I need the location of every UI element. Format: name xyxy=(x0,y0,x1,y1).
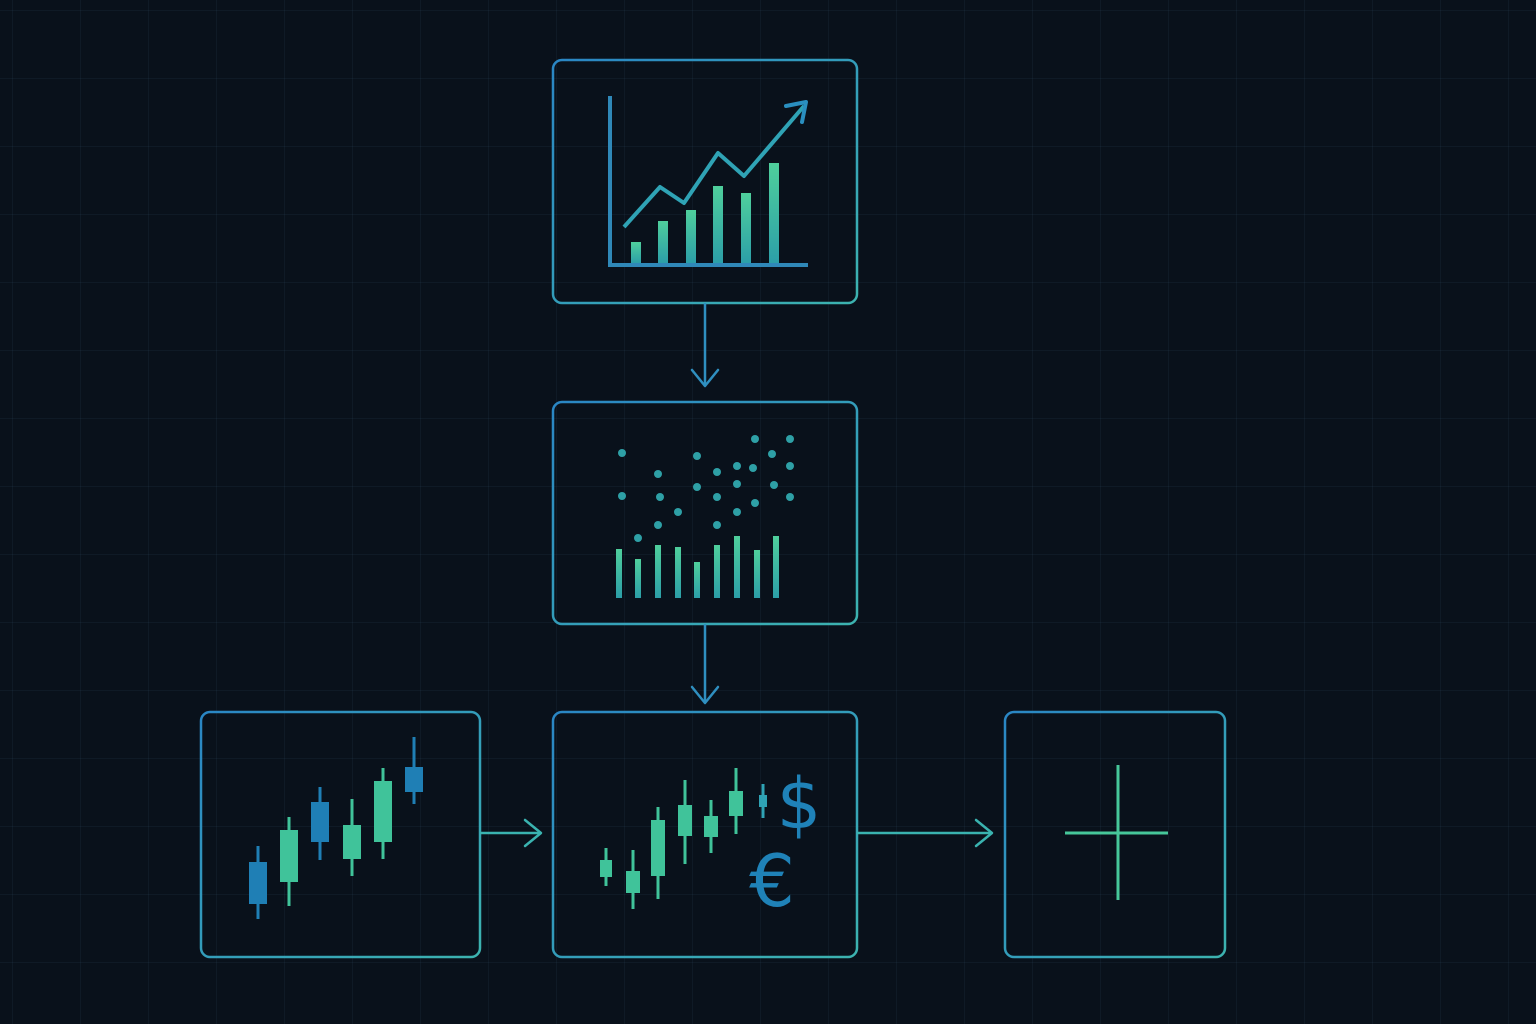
dollar-symbol-icon: $ xyxy=(777,763,822,845)
candle xyxy=(343,799,361,876)
scatter-points xyxy=(618,435,794,542)
trend-arrow-head-icon xyxy=(784,100,808,124)
candle xyxy=(600,848,612,886)
edge-candlestick-to-currency xyxy=(480,818,543,848)
candle xyxy=(405,737,423,804)
candle xyxy=(759,784,767,818)
node-currency-chart: $ € xyxy=(551,710,859,959)
node-plus xyxy=(1003,710,1227,959)
edge-currency-to-plus xyxy=(857,818,994,848)
trend-chart-icon xyxy=(608,96,808,267)
trend-line xyxy=(622,104,806,229)
euro-symbol-icon: € xyxy=(749,839,795,923)
candle xyxy=(729,768,743,834)
scatter-bar-bars xyxy=(616,536,779,598)
node-candlestick xyxy=(199,710,482,959)
candle xyxy=(704,800,718,853)
edge-trend-to-scatter xyxy=(690,303,720,388)
candlestick-icon xyxy=(249,737,423,919)
candle xyxy=(374,768,392,859)
candle xyxy=(280,817,298,906)
candle xyxy=(311,787,329,860)
node-plus-box xyxy=(1003,710,1227,959)
candle xyxy=(678,780,692,864)
node-currency-chart-box xyxy=(551,710,859,959)
candle xyxy=(626,850,640,909)
trend-chart-bars xyxy=(631,163,779,263)
plus-icon xyxy=(1065,765,1168,900)
edge-scatter-to-currency xyxy=(690,624,720,705)
candle xyxy=(249,846,267,919)
currency-candlestick-icon: $ € xyxy=(600,763,821,923)
candle xyxy=(651,807,665,899)
trend-chart-axes xyxy=(608,96,808,267)
node-scatter-bars-box xyxy=(551,400,859,626)
node-candlestick-box xyxy=(199,710,482,959)
node-scatter-bars xyxy=(551,400,859,626)
scatter-bar-icon xyxy=(616,435,794,598)
node-trend-chart xyxy=(551,58,859,305)
